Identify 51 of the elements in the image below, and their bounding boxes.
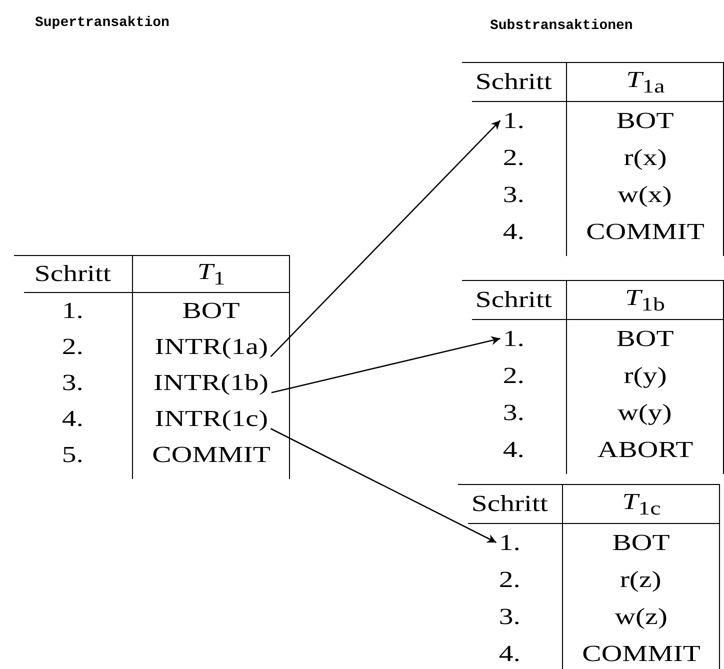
table-cell: r(z) (620, 566, 662, 592)
table-cell: BOT (612, 530, 670, 556)
table-cell: 4. (503, 436, 525, 462)
table-cell: 3. (503, 182, 525, 208)
table (462, 280, 724, 474)
table-cell: r(x) (623, 144, 667, 170)
table-cell: BOT (182, 298, 240, 324)
table-cell: 1. (503, 108, 525, 134)
column-header: T$_{1c}$ (622, 488, 660, 520)
table-cell: 3. (499, 604, 521, 630)
table-cell: INTR(1a) (154, 334, 268, 360)
table-cell: 1. (503, 326, 525, 352)
table-cell: 4. (499, 640, 521, 666)
column-header: T$_{1a}$ (626, 66, 664, 98)
table-cell: r(y) (623, 362, 667, 388)
table-cell: 2. (503, 144, 525, 170)
table-cell: COMMIT (152, 442, 270, 468)
table-cell: BOT (616, 326, 674, 352)
table-cell: BOT (616, 108, 674, 134)
arrow (270, 120, 501, 358)
table-cell: 2. (62, 334, 84, 360)
table-cell: COMMIT (586, 218, 704, 244)
column-header: Schritt (476, 287, 552, 313)
table-cell: 5. (62, 442, 84, 468)
column-header: T$_{1}$ (197, 258, 225, 290)
column-header: T$_{1b}$ (625, 284, 665, 316)
table-cell: INTR(1c) (154, 406, 268, 432)
table-cell: w(z) (614, 604, 668, 630)
arrow (270, 428, 497, 544)
table-cell: 4. (62, 406, 84, 432)
table-cell: w(y) (618, 400, 672, 426)
column-header: Schritt (34, 261, 112, 287)
heading: Supertransaktion (35, 15, 170, 31)
table-cell: w(x) (618, 182, 672, 208)
table-cell: COMMIT (582, 640, 700, 666)
table-cell: ABORT (597, 436, 693, 462)
heading: Substransaktionen (490, 18, 633, 34)
column-header: Schritt (476, 69, 552, 95)
arrow (271, 336, 500, 394)
table (458, 484, 720, 669)
table-cell: 2. (499, 566, 521, 592)
table (462, 62, 724, 256)
table-cell: 4. (503, 218, 525, 244)
table-cell: 3. (62, 370, 84, 396)
table-cell: INTR(1b) (154, 370, 268, 396)
table (14, 255, 290, 479)
column-header: Schritt (472, 491, 548, 517)
table-cell: 1. (499, 530, 521, 556)
table-cell: 2. (503, 362, 525, 388)
table-cell: 3. (503, 400, 525, 426)
table-cell: 1. (62, 298, 84, 324)
